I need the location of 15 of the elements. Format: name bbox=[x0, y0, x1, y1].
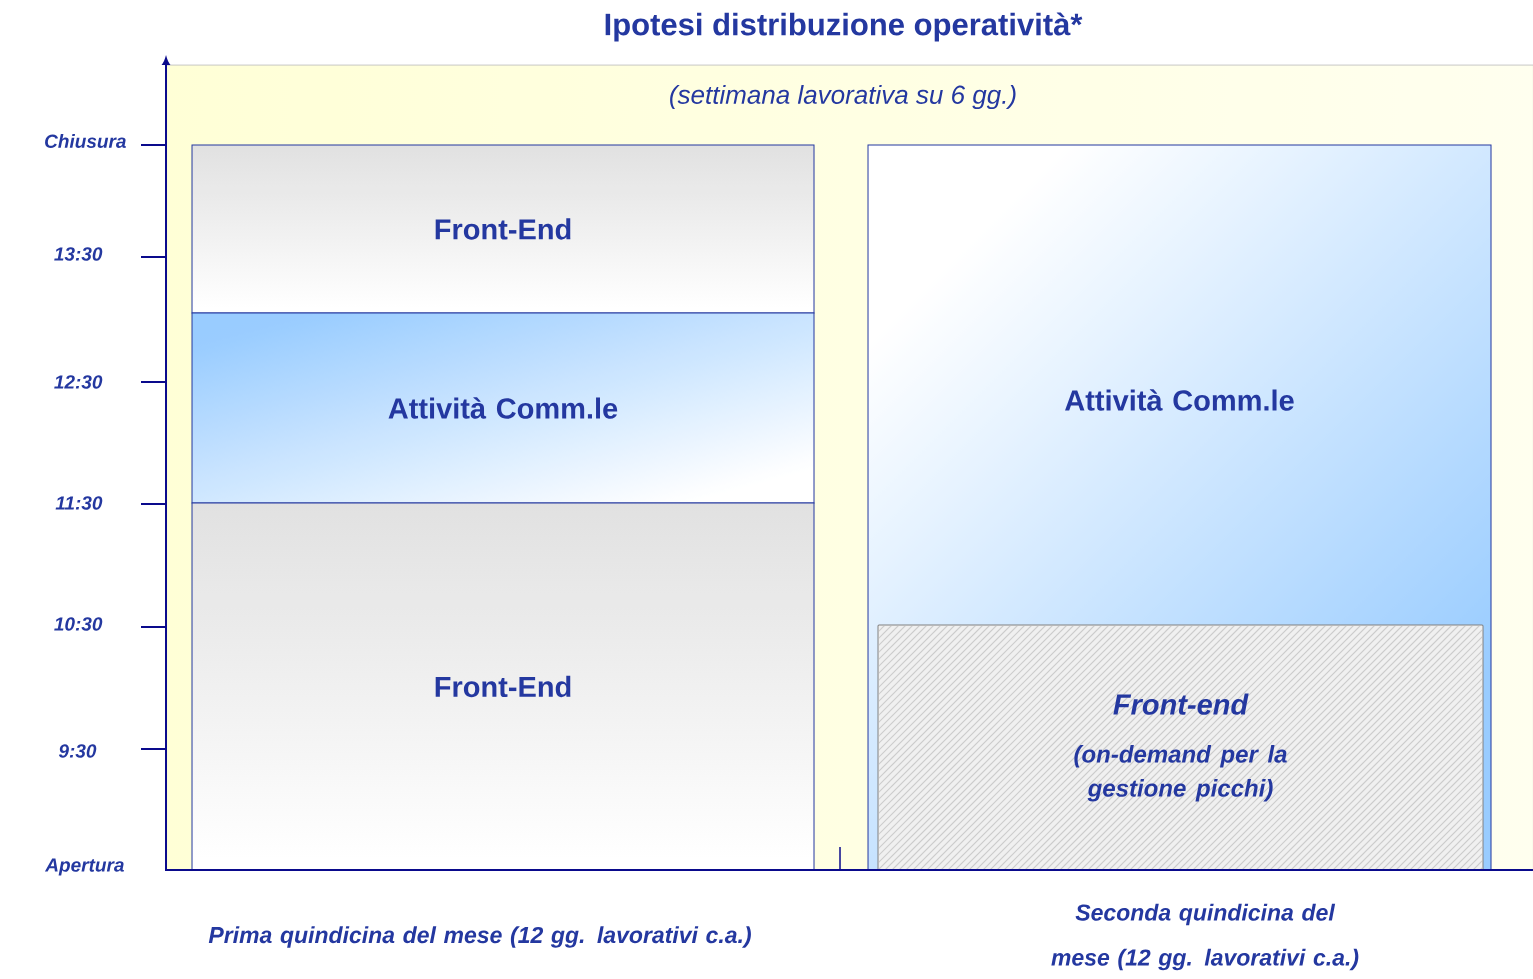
column-caption: Prima quindicina del mese (12 gg. lavorativi c.a.) bbox=[208, 926, 751, 948]
axis-label: 9:30 bbox=[58, 744, 97, 758]
time-block: Front-End bbox=[191, 502, 815, 871]
axis-label: Chiusura bbox=[45, 134, 126, 148]
time-block: Front-End bbox=[191, 144, 815, 314]
axis-label: 12:30 bbox=[54, 375, 103, 389]
hatched-box: Front-end (on-demand per la gestione picchi) bbox=[877, 624, 1484, 871]
axis-label: 11:30 bbox=[55, 496, 103, 510]
column-caption: Seconda quindicina del mese (12 gg. lavorativi c.a.) bbox=[1051, 903, 1359, 971]
axis-label: Apertura bbox=[44, 858, 124, 876]
time-block: Attività Comm.le bbox=[191, 312, 815, 504]
axis-label: 13:30 bbox=[54, 247, 103, 261]
axis-label: 10:30 bbox=[54, 617, 103, 631]
subtitle: (settimana lavorativa su 6 gg.) bbox=[670, 84, 1016, 110]
title: Ipotesi distribuzione operatività* bbox=[605, 12, 1083, 42]
